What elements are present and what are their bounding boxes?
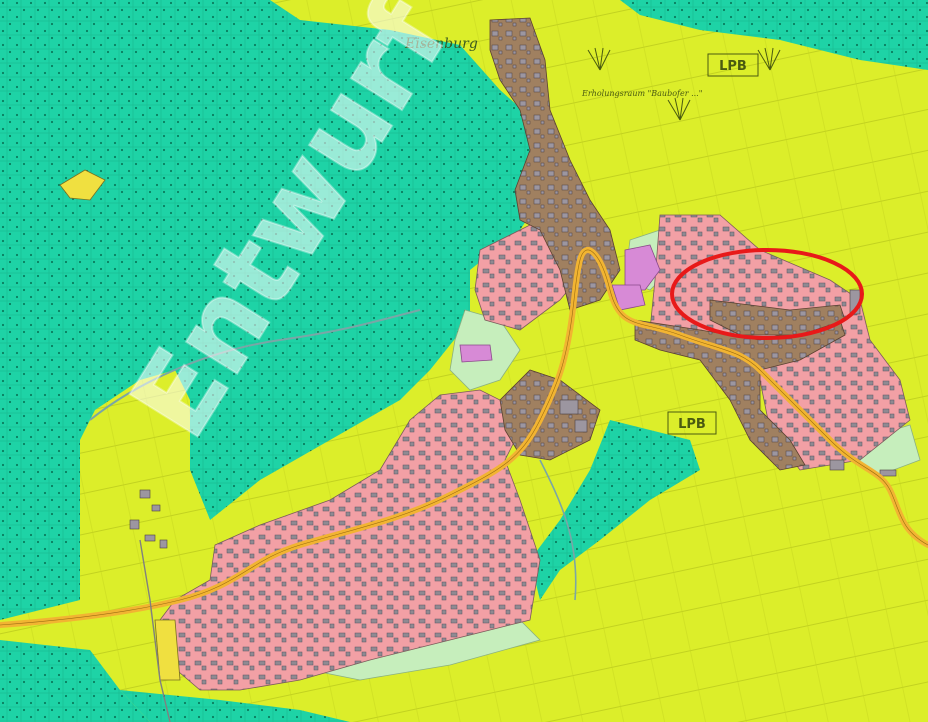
forest-area-west [0, 0, 545, 620]
forest-area-southwest [0, 640, 150, 722]
commercial-area-southwest [154, 619, 181, 681]
village-core-center [499, 369, 601, 461]
windpower-symbols [587, 47, 781, 121]
forest-area-east [530, 420, 700, 600]
lpb-label-top: LPB [719, 59, 747, 74]
secondary-road [139, 539, 171, 722]
stream-west [89, 309, 421, 421]
agriculture-strip-west [80, 380, 220, 620]
lpb-label-box-top: LPB [707, 53, 759, 77]
buildings-west [129, 489, 168, 549]
lpb-label-box-mid: LPB [667, 411, 717, 435]
stream-south [539, 459, 577, 601]
village-core-northeast [709, 299, 846, 336]
forest-area-northeast [620, 0, 928, 70]
highlight-ellipse [670, 248, 864, 340]
lpb-label-mid: LPB [678, 417, 706, 432]
forest-area-south [120, 690, 350, 722]
buildings-center [559, 289, 897, 477]
place-label: Eisenburg [404, 36, 478, 52]
special-area-1 [624, 244, 661, 291]
small-label: Erholungsraum "Baubofer ..." [581, 89, 702, 98]
commercial-area-northwest [59, 169, 106, 201]
special-area-3 [459, 344, 493, 363]
special-area-2 [611, 284, 646, 311]
main-road-edge [0, 249, 928, 626]
